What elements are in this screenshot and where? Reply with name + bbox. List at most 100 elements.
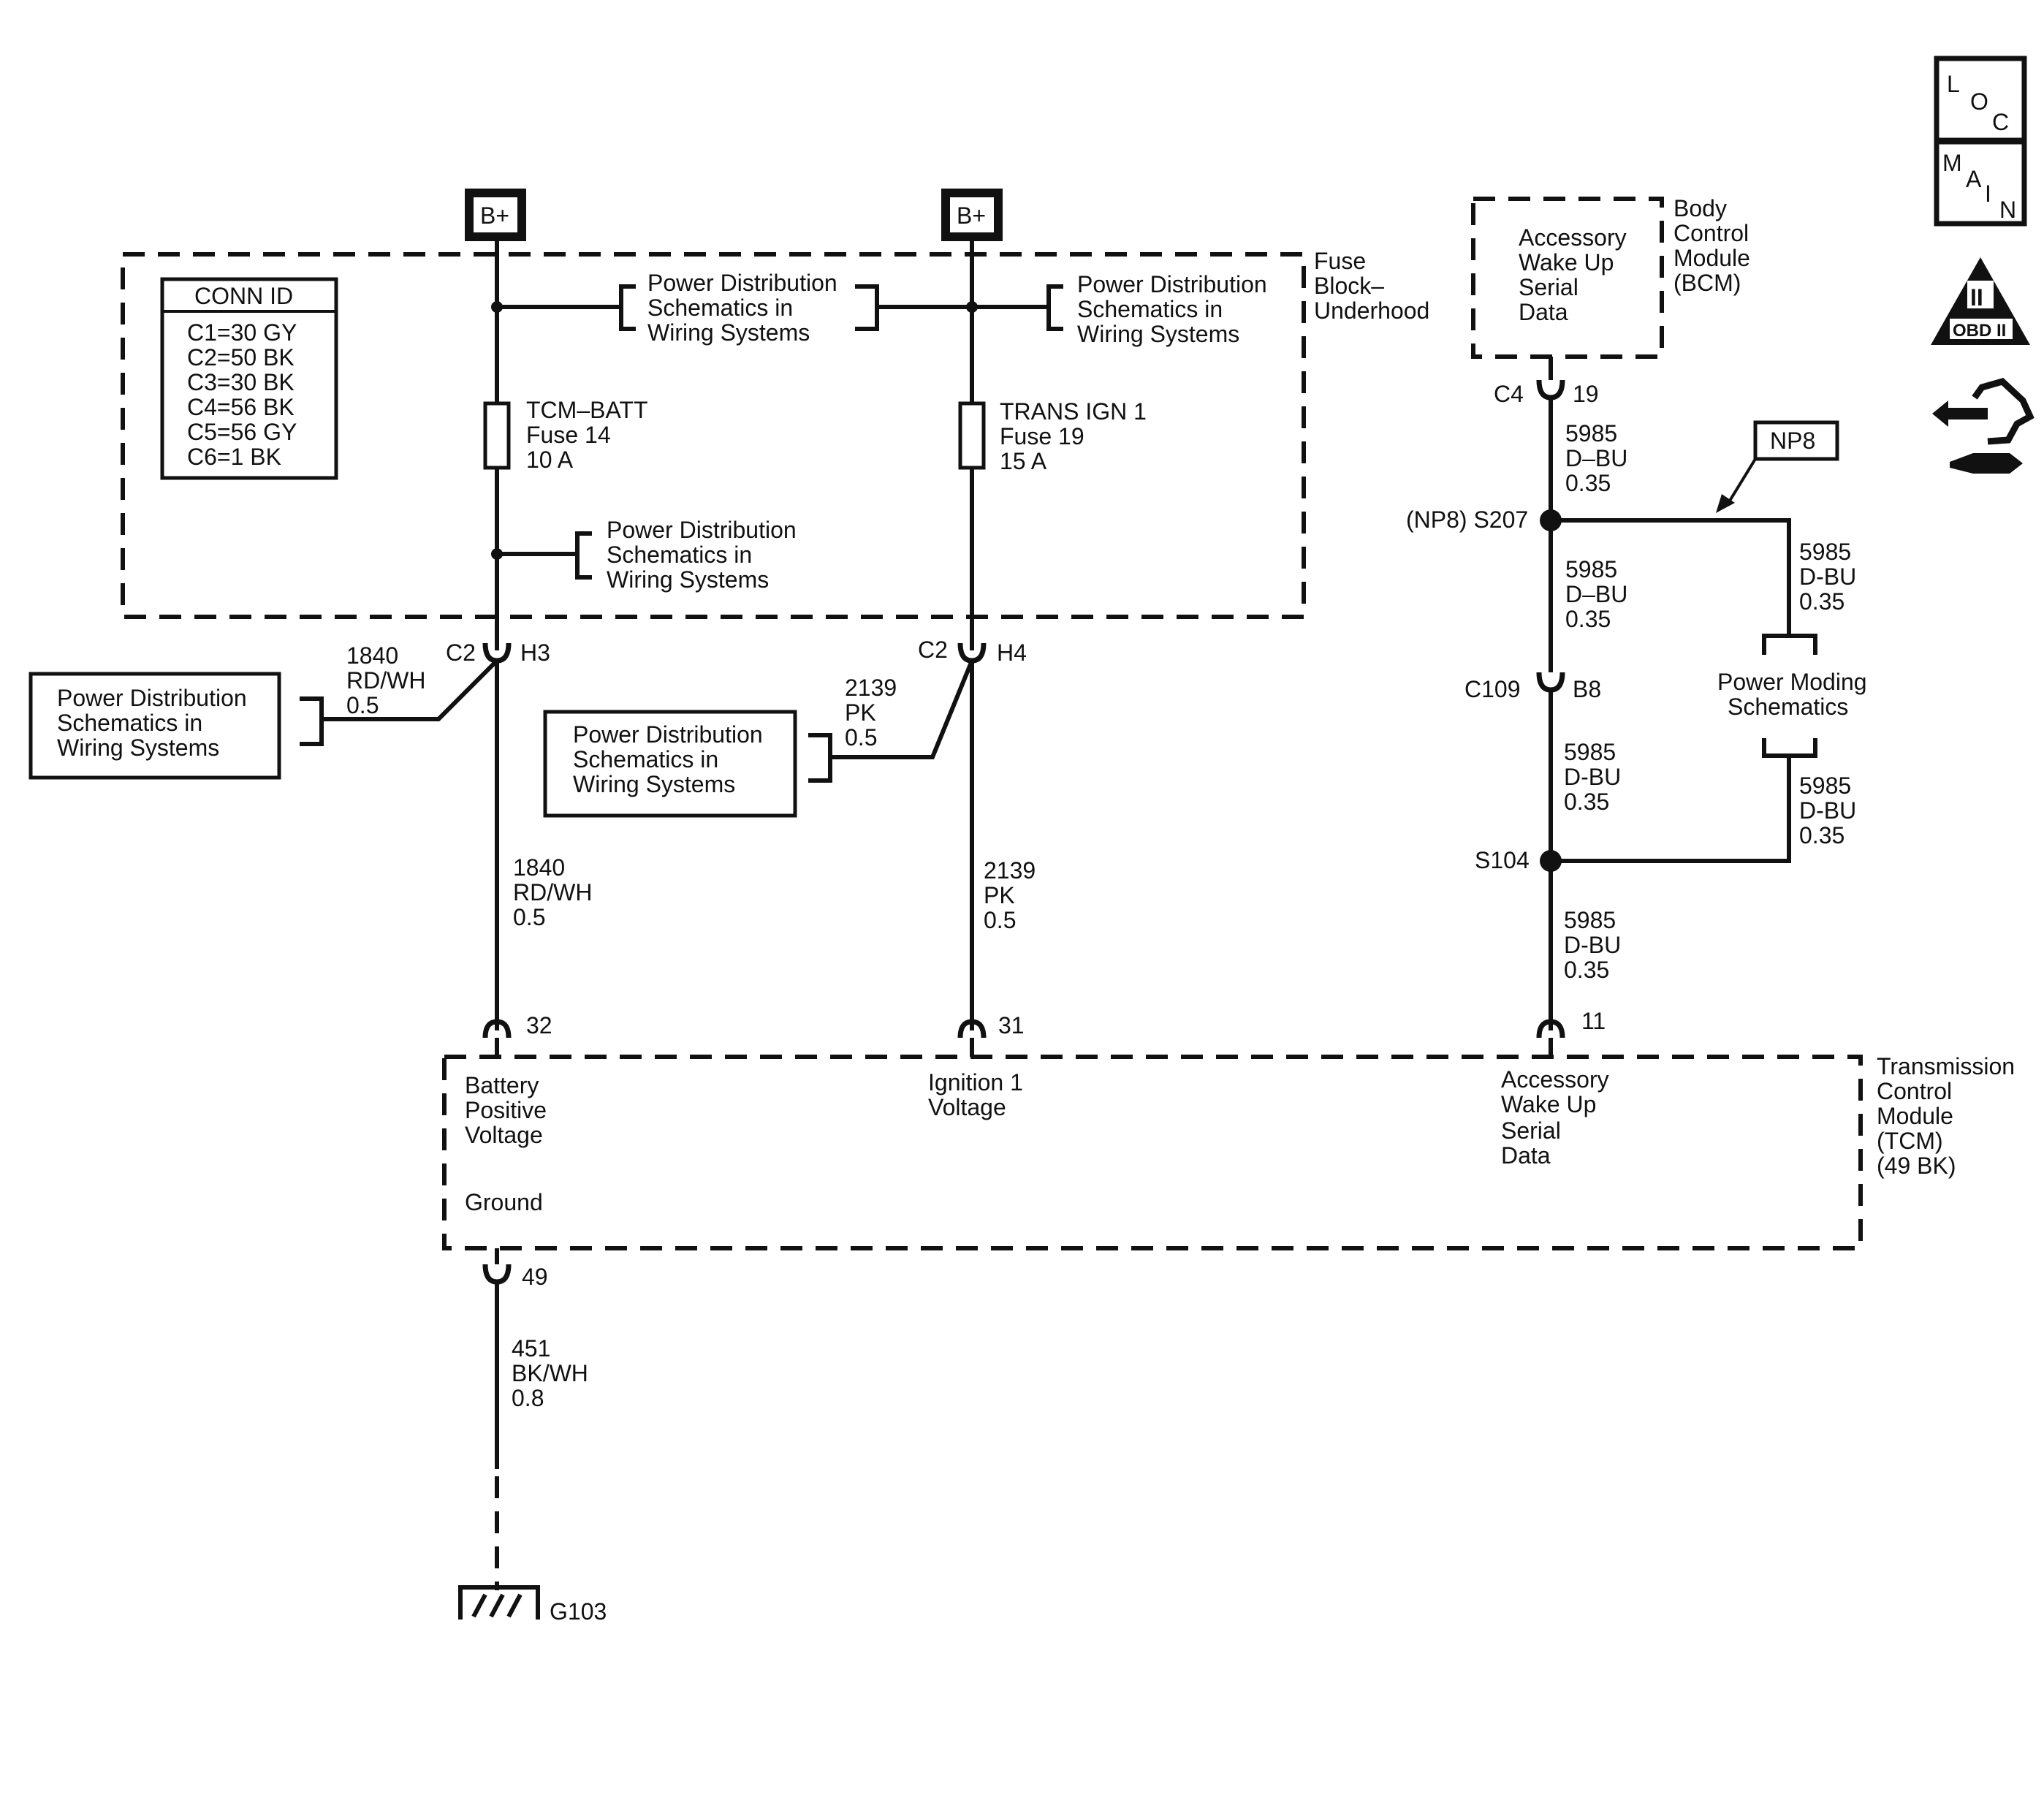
bcm-pin-label: Accessory [1519, 224, 1627, 251]
wire-label: PK [845, 699, 876, 726]
pin-label: B8 [1573, 676, 1601, 702]
wire-label: 0.35 [1564, 957, 1609, 983]
wire-label: D–BU [1565, 581, 1627, 607]
obd-ii-icon[interactable]: II OBD II [1931, 257, 2030, 345]
wire-label: 0.35 [1565, 606, 1611, 632]
fuse-right-label: Fuse 19 [1000, 423, 1084, 449]
fuse-block-label: Fuse [1314, 248, 1366, 274]
wire-label: 0.8 [512, 1385, 544, 1411]
loc-letter-l: L [1947, 71, 1960, 97]
fuse-left-label: Fuse 14 [526, 422, 611, 448]
fuse-right-label: 15 A [1000, 448, 1047, 474]
ground-symbol-icon [471, 1593, 523, 1618]
fuse-block-label: Block– [1314, 273, 1384, 299]
loc-letter-o: O [1970, 88, 1988, 115]
ref-text: Power Moding [1717, 669, 1867, 695]
wire-label: 0.35 [1799, 588, 1844, 615]
wire-label: 0.5 [513, 904, 545, 930]
conn-id-table: CONN ID C1=30 GY C2=50 BK C3=30 BK C4=56… [160, 277, 338, 480]
conn-id-row: C4=56 BK [187, 394, 295, 420]
pin-label: H4 [997, 639, 1027, 666]
conn-id-row: C6=1 BK [187, 444, 281, 470]
wire-label: D-BU [1564, 932, 1621, 958]
tcm-pin-label: Data [1501, 1142, 1551, 1169]
wire-label: 0.35 [1565, 470, 1611, 496]
wire-label: 2139 [984, 857, 1036, 884]
power-moding-ref[interactable]: Power Moding Schematics [1717, 634, 1867, 758]
tcm-pin-11 [1536, 1019, 1565, 1057]
connector-label: C2 [446, 639, 476, 666]
connector-label: C4 [1494, 381, 1524, 407]
tcm-pin-label: Ground [465, 1189, 543, 1215]
tcm-pin-label: Voltage [465, 1122, 543, 1148]
wire-label: 0.35 [1564, 789, 1609, 815]
tcm-label: Transmission [1877, 1053, 2015, 1079]
wire-label: 0.35 [1799, 822, 1844, 848]
power-dist-ref-3[interactable]: Power Distribution Schematics in Wiring … [575, 517, 797, 593]
tcm-pin-label: Accessory [1501, 1066, 1609, 1093]
wire-label: 451 [512, 1335, 550, 1362]
ref-text: Schematics in [647, 295, 793, 321]
pin-label: 31 [998, 1012, 1025, 1039]
ref-text: Power Distribution [607, 517, 797, 543]
b-plus-label: B+ [480, 202, 509, 229]
pin-label: H3 [520, 639, 550, 666]
ref-text: Schematics in [573, 746, 718, 772]
wire-label: 5985 [1564, 907, 1616, 933]
splice-label: S104 [1475, 847, 1530, 873]
fuse-left-label: TCM–BATT [526, 397, 648, 423]
conn-id-row: C2=50 BK [187, 344, 295, 371]
connector-c2-h3 [322, 642, 512, 1030]
wire-label: 0.5 [346, 692, 379, 718]
main-icon[interactable]: M A I N [1934, 139, 2027, 227]
tcm-label: (TCM) [1877, 1128, 1943, 1154]
main-letter-a: A [1966, 166, 1982, 192]
tcm-label: (49 BK) [1877, 1153, 1956, 1179]
tcm-pin-label: Serial [1501, 1117, 1561, 1144]
wire-label: 5985 [1799, 772, 1851, 799]
conn-id-title: CONN ID [194, 283, 293, 309]
bcm-pin-label: Wake Up [1519, 249, 1614, 276]
power-dist-ref-2[interactable]: Power Distribution Schematics in Wiring … [1046, 271, 1267, 347]
circuit-tcm-batt [483, 241, 621, 650]
tcm-pin-label: Wake Up [1501, 1091, 1596, 1117]
tcm-pin-label: Battery [465, 1072, 539, 1098]
pin-label: 49 [522, 1264, 548, 1290]
tcm-pin-31 [957, 1019, 987, 1057]
wire-label: PK [984, 882, 1015, 908]
tcm-outline [442, 1055, 1863, 1250]
ref-text: Wiring Systems [57, 734, 219, 761]
loc-icon[interactable]: L O C [1934, 56, 2027, 143]
fuse-19 [958, 401, 986, 470]
wire-label: 5985 [1564, 739, 1616, 765]
np8-tag: NP8 [1716, 420, 1839, 513]
wire-label: 5985 [1799, 539, 1851, 565]
ref-text: Schematics in [1077, 296, 1223, 322]
power-dist-box-right[interactable]: Power Distribution Schematics in Wiring … [543, 710, 832, 818]
conn-id-row: C1=30 GY [187, 319, 297, 346]
tcm-label: Control [1877, 1078, 1952, 1104]
ref-text: Power Distribution [573, 721, 763, 748]
connector-label: C2 [918, 637, 948, 663]
wire-label: RD/WH [513, 879, 592, 906]
bcm-label: Module [1673, 245, 1750, 271]
tcm-label: Module [1877, 1103, 1953, 1129]
power-dist-box-left[interactable]: Power Distribution Schematics in Wiring … [29, 672, 324, 780]
ground-circuit [458, 1248, 540, 1620]
ref-text: Schematics [1728, 694, 1848, 720]
circuit-trans-ign [877, 241, 1049, 650]
fuse-left-label: 10 A [526, 447, 574, 473]
conn-id-row: C5=56 GY [187, 419, 297, 445]
fuse-block-label: Underhood [1314, 297, 1429, 324]
pin-label: 19 [1573, 381, 1599, 407]
power-dist-ref-1[interactable]: Power Distribution Schematics in Wiring … [619, 270, 879, 346]
wire-label: 1840 [346, 642, 398, 669]
wire-label: RD/WH [346, 667, 425, 694]
circuit-5985 [1536, 357, 1791, 1030]
main-letter-n: N [1999, 197, 2016, 223]
ref-text: Power Distribution [57, 685, 247, 711]
connector-navigation-icon[interactable] [1932, 377, 2034, 474]
tcm-pin-label: Positive [465, 1097, 547, 1123]
connector-label: C109 [1464, 676, 1521, 702]
